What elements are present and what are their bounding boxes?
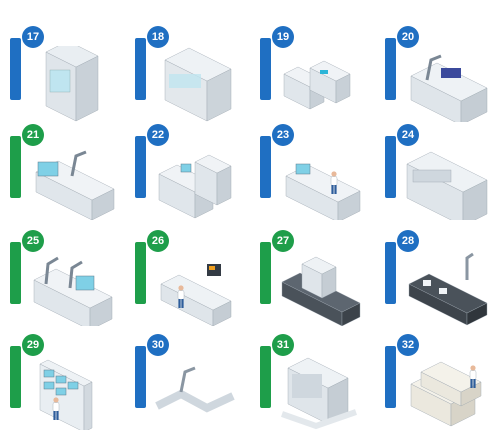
category-label	[135, 242, 146, 304]
equipment-card: 21	[0, 120, 125, 224]
robot-arm-cell-icon	[33, 256, 113, 326]
category-label	[385, 38, 396, 100]
item-number-badge: 32	[397, 334, 419, 356]
oven-line-icon	[406, 151, 488, 220]
equipment-card: 29	[0, 330, 125, 434]
equipment-card: 24	[375, 120, 500, 224]
conveyor-robot-icon	[155, 366, 235, 413]
category-label	[135, 38, 146, 100]
item-number-badge: 17	[22, 26, 44, 48]
item-number-badge: 18	[147, 26, 169, 48]
machine-station-icon	[158, 154, 232, 219]
equipment-card: 27	[250, 226, 375, 330]
equipment-card: 23	[250, 120, 375, 224]
production-line-icon	[283, 60, 351, 110]
machining-station-icon	[160, 264, 232, 326]
item-number-badge: 26	[147, 230, 169, 252]
equipment-card: 17	[0, 22, 125, 126]
category-label	[260, 242, 271, 304]
item-number-badge: 24	[397, 124, 419, 146]
equipment-card: 19	[250, 22, 375, 126]
category-label	[385, 136, 396, 198]
equipment-card: 31	[250, 330, 375, 434]
item-number-badge: 28	[397, 230, 419, 252]
category-label	[385, 242, 396, 304]
belt-conveyor-icon	[408, 252, 488, 326]
equipment-card: 28	[375, 226, 500, 330]
equipment-card: 22	[125, 120, 250, 224]
equipment-card: 30	[125, 330, 250, 434]
category-label	[10, 136, 21, 198]
item-number-badge: 22	[147, 124, 169, 146]
item-number-badge: 30	[147, 334, 169, 356]
category-label	[10, 242, 21, 304]
item-number-badge: 25	[22, 230, 44, 252]
item-number-badge: 29	[22, 334, 44, 356]
inspection-conveyor-icon	[281, 256, 361, 326]
category-label	[260, 346, 271, 408]
fume-hood-icon	[164, 47, 232, 122]
item-number-badge: 31	[272, 334, 294, 356]
category-label	[10, 346, 21, 408]
operator-console-icon	[285, 163, 361, 220]
pallet-worker-icon	[410, 361, 482, 427]
equipment-card: 32	[375, 330, 500, 434]
equipment-card: 18	[125, 22, 250, 126]
equipment-card: 20	[375, 22, 500, 126]
category-label	[385, 346, 396, 408]
robot-cell-icon	[35, 150, 115, 220]
category-label	[10, 38, 21, 100]
lab-cabinet-icon	[45, 46, 99, 122]
display-wall-icon	[39, 359, 93, 430]
equipment-card: 25	[0, 226, 125, 330]
item-number-badge: 21	[22, 124, 44, 146]
storage-rack-icon	[281, 357, 357, 430]
item-number-badge: 19	[272, 26, 294, 48]
robot-workstation-icon	[410, 54, 488, 122]
category-label	[135, 346, 146, 408]
category-label	[135, 136, 146, 198]
equipment-card: 26	[125, 226, 250, 330]
category-label	[260, 136, 271, 198]
category-label	[260, 38, 271, 100]
item-number-badge: 20	[397, 26, 419, 48]
item-number-badge: 23	[272, 124, 294, 146]
item-number-badge: 27	[272, 230, 294, 252]
